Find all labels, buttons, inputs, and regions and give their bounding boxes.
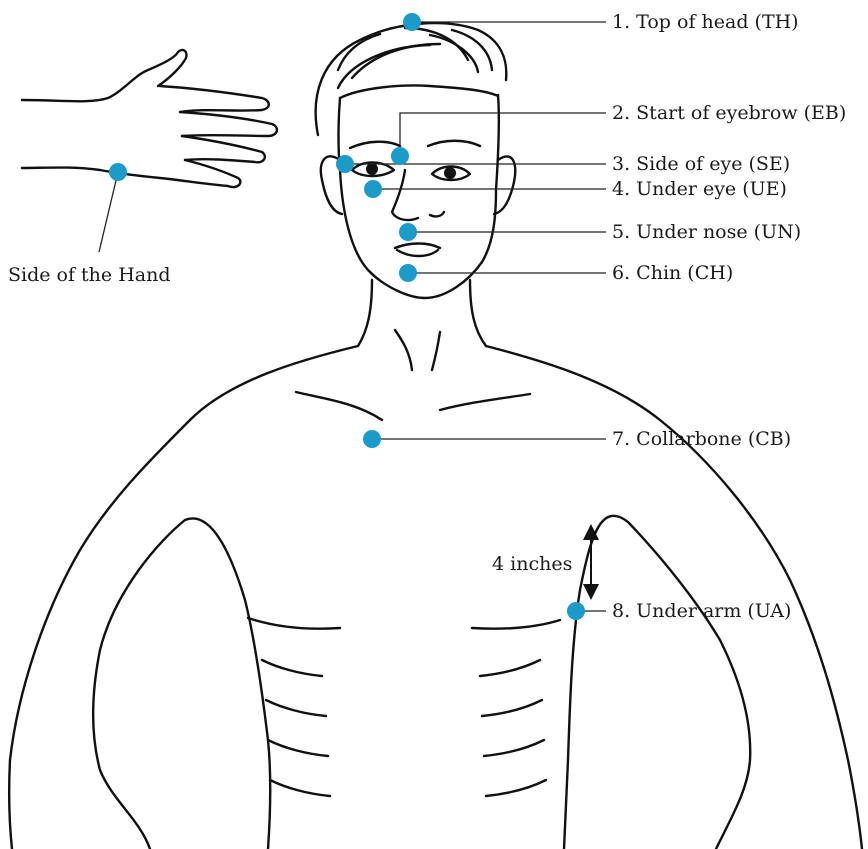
four-inches-label: 4 inches	[492, 553, 572, 575]
start-of-eyebrow-point	[391, 147, 409, 165]
under-eye-point	[364, 180, 382, 198]
point-labels: 1. Top of head (TH) 2. Start of eyebrow …	[8, 11, 846, 622]
under-arm-point	[567, 602, 585, 620]
top-of-head-label: 1. Top of head (TH)	[612, 11, 799, 33]
side-of-hand-point	[109, 163, 127, 181]
side-of-eye-label: 3. Side of eye (SE)	[612, 153, 790, 175]
side-of-hand-label: Side of the Hand	[8, 264, 171, 286]
hand-drawing	[22, 50, 277, 187]
under-eye-label: 4. Under eye (UE)	[612, 178, 787, 200]
side-of-hand-leader	[99, 172, 118, 252]
torso-drawing	[9, 280, 862, 849]
start-of-eyebrow-leader	[400, 113, 606, 156]
under-nose-point	[399, 223, 417, 241]
side-of-eye-point	[336, 155, 354, 173]
chin-point	[399, 264, 417, 282]
tapping-points	[109, 13, 585, 620]
start-of-eyebrow-label: 2. Start of eyebrow (EB)	[612, 102, 846, 124]
top-of-head-point	[403, 13, 421, 31]
leader-lines	[345, 22, 606, 611]
collarbone-label: 7. Collarbone (CB)	[612, 428, 791, 450]
under-nose-label: 5. Under nose (UN)	[612, 221, 801, 243]
under-arm-label: 8. Under arm (UA)	[612, 600, 791, 622]
collarbone-point	[363, 430, 381, 448]
chin-label: 6. Chin (CH)	[612, 262, 733, 284]
